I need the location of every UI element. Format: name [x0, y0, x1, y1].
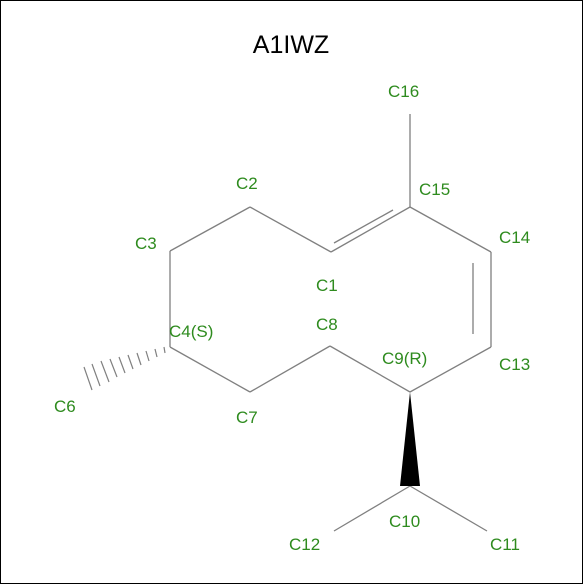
- bond-c2-c1: [249, 206, 332, 253]
- bond-c10-c11: [409, 485, 488, 532]
- atom-label-c3: C3: [135, 234, 157, 253]
- bond-c1-c15-double: [333, 209, 394, 244]
- bond-c1-c15: [330, 206, 411, 253]
- bond-c9-c8: [329, 345, 411, 393]
- hashed-bond-c4-c6: [83, 346, 166, 391]
- atom-label-c13: C13: [499, 355, 530, 374]
- atom-label-c8: C8: [316, 315, 338, 334]
- wedge-bond-c9-c10: [400, 392, 420, 486]
- molecule-title: A1IWZ: [253, 31, 329, 59]
- bond-c2-c3: [169, 206, 251, 252]
- atom-label-c4: C4(S): [169, 322, 213, 341]
- atom-label-c11: C11: [490, 535, 520, 554]
- bond-c10-c12: [333, 485, 411, 532]
- atom-label-c15: C15: [419, 180, 450, 199]
- bond-c13-c9: [409, 346, 492, 393]
- atom-label-c9: C9(R): [382, 349, 427, 368]
- atom-label-c10: C10: [389, 512, 420, 531]
- atom-label-c1: C1: [316, 276, 338, 295]
- atom-labels: C16 C2 C15 C3 C14 C1 C8 C4(S) C9(R) C13 …: [54, 82, 530, 554]
- atom-label-c6: C6: [54, 397, 76, 416]
- atom-label-c2: C2: [236, 174, 258, 193]
- bond-c8-c7: [249, 345, 331, 393]
- atom-label-c12: C12: [289, 535, 320, 554]
- atom-label-c16: C16: [388, 82, 419, 101]
- bond-c15-c14: [409, 206, 492, 253]
- bond-lines: [169, 114, 492, 532]
- atom-label-c7: C7: [236, 408, 258, 427]
- bond-c7-c4: [169, 346, 251, 393]
- atom-label-c14: C14: [499, 228, 530, 247]
